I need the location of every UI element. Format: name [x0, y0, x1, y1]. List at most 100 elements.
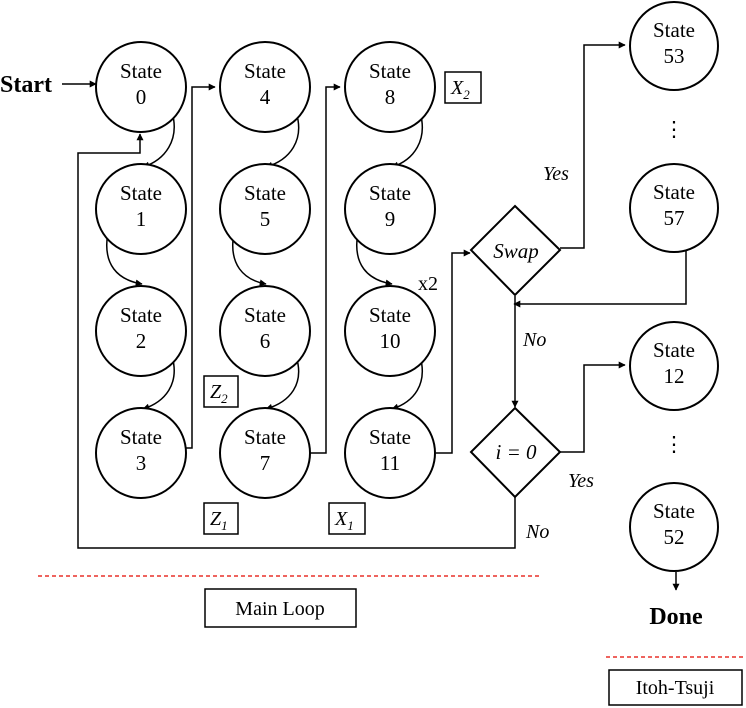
state-5-word: State: [244, 181, 286, 205]
state-5-number: 5: [260, 207, 271, 231]
start-label: Start: [0, 72, 52, 98]
state-0-word: State: [120, 59, 162, 83]
edge-11-swap: [436, 249, 471, 454]
state-10-circle: [344, 285, 436, 377]
ellipsis-lower: ⋮: [664, 432, 685, 456]
state-53-word: State: [653, 18, 695, 42]
state-10-number: 10: [380, 329, 401, 353]
edge-3-4: [186, 83, 216, 449]
itoh-tsuji-caption: Itoh-Tsuji: [608, 669, 743, 706]
label-zero-yes: Yes: [568, 470, 594, 492]
state-0-circle: [95, 41, 187, 133]
var-box-z2-text: Z2: [210, 381, 228, 406]
state-8-number: 8: [385, 85, 396, 109]
var-box-x2-frame: [444, 71, 482, 104]
state-52: State 52: [629, 482, 719, 572]
state-12-number: 12: [664, 364, 685, 388]
state-7-word: State: [244, 425, 286, 449]
state-3-circle: [95, 407, 187, 499]
state-9-number: 9: [385, 207, 396, 231]
zero-test-decision: i = 0: [469, 406, 562, 499]
label-repeat-x2: x2: [418, 273, 438, 295]
var-box-z2: Z2: [203, 375, 239, 408]
state-5-circle: [219, 163, 311, 255]
ellipsis-upper: ⋮: [664, 117, 685, 141]
var-box-z1-text: Z1: [210, 508, 228, 533]
var-box-z2-frame: [203, 375, 239, 408]
state-12-word: State: [653, 338, 695, 362]
state-57: State 57: [629, 163, 719, 253]
edge-swap-yes: [560, 41, 626, 249]
var-box-x2-text: X2: [450, 77, 470, 102]
label-zero-no: No: [525, 521, 549, 543]
edge-zero-no-loop: [77, 133, 516, 549]
state-52-circle: [629, 482, 719, 572]
swap-diamond: [469, 204, 562, 297]
state-9-circle: [344, 163, 436, 255]
state-3-word: State: [120, 425, 162, 449]
state-3-number: 3: [136, 451, 147, 475]
state-6-number: 6: [260, 329, 271, 353]
state-8-circle: [344, 41, 436, 133]
state-8-word: State: [369, 59, 411, 83]
state-4: State 4: [219, 41, 311, 133]
edge-57-return: [513, 250, 687, 308]
state-6-word: State: [244, 303, 286, 327]
state-6-circle: [219, 285, 311, 377]
var-box-x1: X1: [328, 502, 366, 535]
zero-test-diamond: [469, 406, 562, 499]
state-53-circle: [629, 1, 719, 91]
main-loop-caption: Main Loop: [204, 588, 357, 628]
state-57-number: 57: [664, 206, 685, 230]
var-box-x1-frame: [328, 502, 366, 535]
state-11-number: 11: [380, 451, 400, 475]
state-1-number: 1: [136, 207, 147, 231]
state-6: State 6: [219, 285, 311, 377]
state-3: State 3: [95, 407, 187, 499]
state-7: State 7: [219, 407, 311, 499]
state-11: State 11: [344, 407, 436, 499]
var-box-z1-frame: [203, 502, 239, 535]
state-9-word: State: [369, 181, 411, 205]
var-box-z1: Z1: [203, 502, 239, 535]
state-5: State 5: [219, 163, 311, 255]
state-12: State 12: [629, 321, 719, 411]
swap-label: Swap: [493, 239, 539, 263]
state-nodes: State 0 State 1 State 2 State 3 State 4 …: [95, 1, 719, 572]
itoh-tsuji-caption-frame: [608, 669, 743, 706]
var-box-x2: X2: [444, 71, 482, 104]
state-11-circle: [344, 407, 436, 499]
state-53-number: 53: [664, 44, 685, 68]
state-8: State 8: [344, 41, 436, 133]
state-53: State 53: [629, 1, 719, 91]
state-1-circle: [95, 163, 187, 255]
state-7-circle: [219, 407, 311, 499]
state-12-circle: [629, 321, 719, 411]
edge-1-2: [106, 231, 143, 287]
done-label: Done: [649, 604, 703, 630]
state-57-circle: [629, 163, 719, 253]
state-2-number: 2: [136, 329, 147, 353]
state-7-number: 7: [260, 451, 271, 475]
state-1: State 1: [95, 163, 187, 255]
edge-6-7: [265, 355, 300, 411]
state-52-word: State: [653, 499, 695, 523]
state-4-number: 4: [260, 85, 271, 109]
label-swap-yes: Yes: [543, 163, 569, 185]
state-2-word: State: [120, 303, 162, 327]
label-swap-no: No: [522, 329, 546, 351]
main-loop-caption-frame: [204, 588, 357, 628]
state-2-circle: [95, 285, 187, 377]
state-11-word: State: [369, 425, 411, 449]
state-2: State 2: [95, 285, 187, 377]
state-0: State 0: [95, 41, 187, 133]
state-9: State 9: [344, 163, 436, 255]
state-52-number: 52: [664, 525, 685, 549]
state-4-circle: [219, 41, 311, 133]
state-10: State 10: [344, 285, 436, 377]
zero-test-label: i = 0: [495, 440, 537, 464]
itoh-tsuji-caption-text: Itoh-Tsuji: [636, 677, 715, 699]
state-0-number: 0: [136, 85, 147, 109]
edge-zero-yes: [560, 361, 626, 453]
